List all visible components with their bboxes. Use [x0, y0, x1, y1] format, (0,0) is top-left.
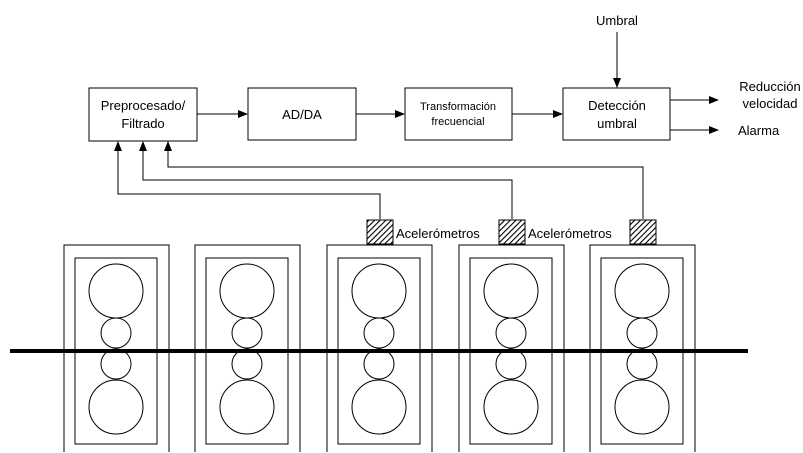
feedback-wire-sensor-2 [139, 141, 513, 219]
threshold-label: Umbral [596, 13, 638, 28]
detection-label-2: umbral [597, 116, 637, 131]
adda-label: AD/DA [282, 107, 322, 122]
preprocessing-label-2: Filtrado [121, 116, 164, 131]
threshold-detection-block: Detección umbral [562, 87, 671, 141]
accelerometer-sensor-2 [498, 219, 526, 245]
adda-block: AD/DA [247, 87, 357, 141]
speed-reduction-label-2: velocidad [743, 96, 798, 111]
mill-stand-4 [458, 244, 565, 452]
accelerometer-sensor-1 [366, 219, 394, 245]
feedback-wire-sensor-3 [164, 141, 644, 219]
accelerometer-label-2: Acelerómetros [528, 226, 612, 241]
mill-stand-3 [326, 244, 433, 452]
mill-stand-5 [589, 244, 696, 452]
transform-label-1: Transformación [420, 101, 496, 113]
frequency-transform-block: Transformación frecuencial [404, 87, 513, 141]
feedback-wire-sensor-1 [114, 141, 381, 219]
preprocessing-block: Preprocesado/ Filtrado [88, 87, 198, 142]
transform-label-2: frecuencial [431, 116, 484, 128]
accelerometer-label-1: Acelerómetros [396, 226, 480, 241]
mill-stand-1 [63, 244, 170, 452]
alarm-label: Alarma [738, 123, 780, 138]
accelerometer-sensor-3 [629, 219, 657, 245]
preprocessing-label-1: Preprocesado/ [101, 98, 186, 113]
mill-stand-2 [194, 244, 301, 452]
detection-label-1: Detección [588, 98, 646, 113]
speed-reduction-label-1: Reducción [739, 79, 800, 94]
